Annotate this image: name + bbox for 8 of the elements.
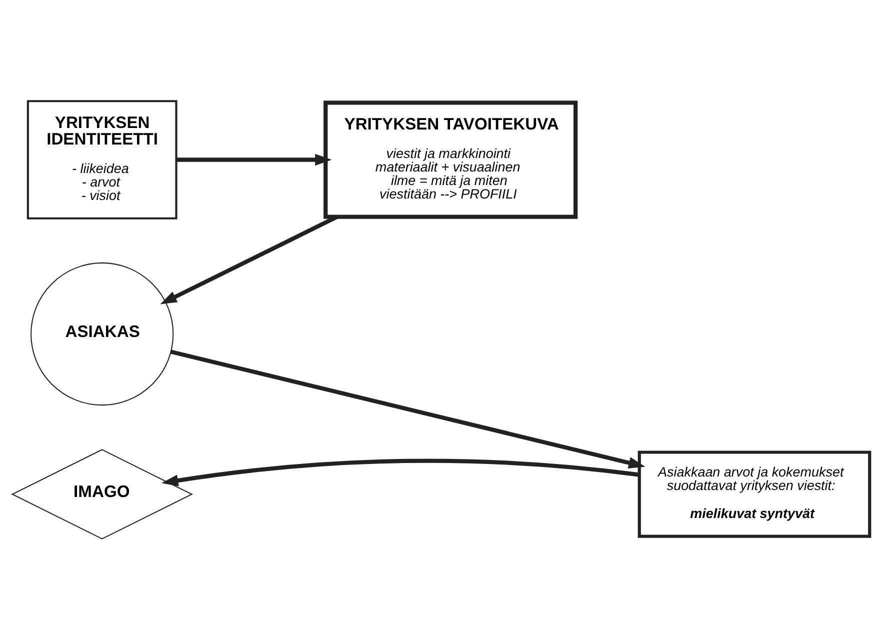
node-box: Asiakkaan arvot ja kokemukset suodattavat yrityksen viestit: mielikuvat syntyvät — [638, 450, 872, 538]
node-box: YRITYKSEN IDENTITEETTI - liikeidea - arvot - visiot — [26, 100, 178, 219]
arrow — [176, 153, 332, 166]
node-circle: ASIAKAS — [30, 262, 174, 406]
arrow — [162, 458, 640, 486]
node-box: YRITYKSEN TAVOITEKUVA viestit ja markkinointi materiaalit + visuaalinen ilme = mitä ja miten viestitään --> PROFIILI — [324, 100, 578, 218]
node-diamond: IMAGO — [11, 448, 193, 539]
arrow — [170, 349, 646, 468]
